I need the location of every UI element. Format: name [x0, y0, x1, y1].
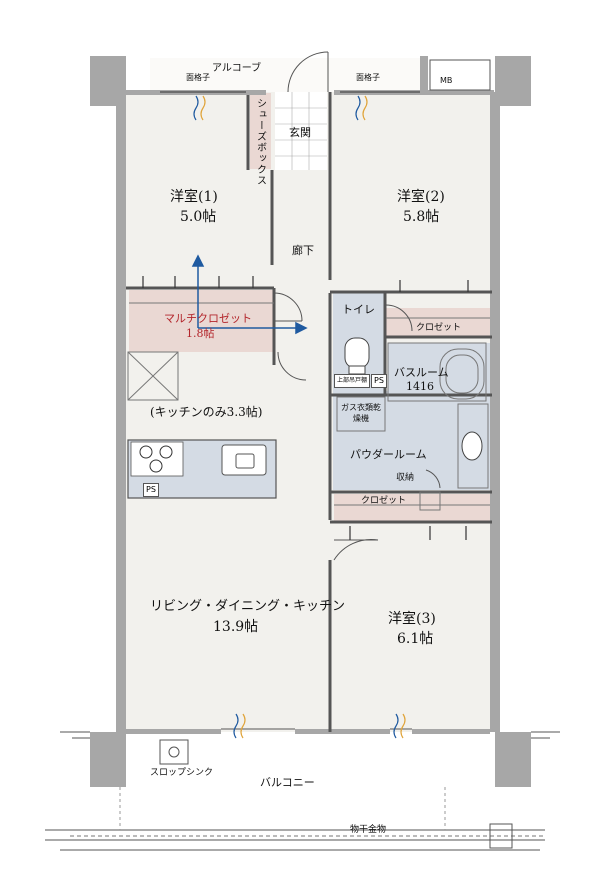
room2-size: 5.8帖: [403, 209, 440, 225]
closet-top-floor: [386, 308, 490, 336]
multi-closet-name: マルチクロゼット: [164, 312, 252, 325]
ldk-name: リビング・ダイニング・キッチン: [150, 599, 346, 614]
floor-areas: [126, 58, 492, 732]
bathroom-name: バスルーム: [394, 366, 449, 379]
slop-sink-basin: [159, 739, 189, 765]
doors: [221, 51, 441, 730]
gas-dryer-label: ガス衣類乾燥機: [341, 403, 381, 423]
bathroom-size: 1416: [406, 380, 434, 393]
room1-name: 洋室(1): [170, 189, 218, 205]
kitchen: [127, 439, 277, 499]
closet-top-label: クロゼット: [416, 323, 462, 333]
entrance-label: 玄関: [289, 126, 311, 139]
burner-3: [149, 459, 163, 473]
lattice-right-label: 面格子: [356, 73, 380, 82]
room1-size: 5.0帖: [180, 209, 217, 225]
access-arrows: [191, 254, 308, 335]
powder-room-label: パウダールーム: [350, 448, 427, 461]
burner-1: [139, 445, 153, 459]
room2-name: 洋室(2): [397, 189, 445, 205]
upper-cabinet-label: 上部吊戸棚: [334, 374, 370, 388]
mb-box: [429, 59, 491, 91]
closet-door-marks: [142, 276, 469, 540]
ps-kitchen-label: PS: [143, 483, 159, 497]
room3-size: 6.1帖: [397, 631, 434, 647]
vent-marks: [193, 95, 406, 739]
mb-label: MB: [440, 76, 453, 85]
lattice-left-label: 面格子: [186, 73, 210, 82]
closet-room3-floor: [334, 494, 490, 521]
shoebox-floor: [250, 93, 271, 169]
storage-label: 収納: [396, 473, 415, 483]
laundry-hardware-label: 物干金物: [350, 825, 387, 835]
room3-name: 洋室(3): [388, 611, 436, 627]
ps-toilet-label: PS: [371, 374, 387, 388]
balcony: [45, 731, 560, 851]
multi-closet-floor: [129, 290, 274, 352]
slop-sink-label: スロップシンク: [150, 768, 214, 778]
washbasin: [461, 431, 483, 461]
shoe-box-label: シューズボックス: [254, 98, 266, 186]
entrance-floor: [275, 92, 327, 170]
alcove-floor: [150, 58, 428, 92]
toilet-label: トイレ: [342, 303, 375, 316]
alcove-label: アルコーブ: [212, 63, 262, 74]
thin-lines: [127, 302, 490, 511]
multi-closet-size: 1.8帖: [186, 327, 215, 340]
kitchen-only-label: (キッチンのみ3.3帖): [150, 405, 263, 419]
toilet-fixture: [344, 337, 370, 375]
closet-room3-label: クロゼット: [361, 496, 407, 506]
sink-basin: [221, 444, 267, 476]
burner-2: [159, 445, 173, 459]
ldk-size: 13.9帖: [213, 619, 259, 635]
entrance-tiles: [275, 92, 327, 170]
hallway-label: 廊下: [292, 244, 314, 257]
balcony-label: バルコニー: [260, 776, 315, 789]
